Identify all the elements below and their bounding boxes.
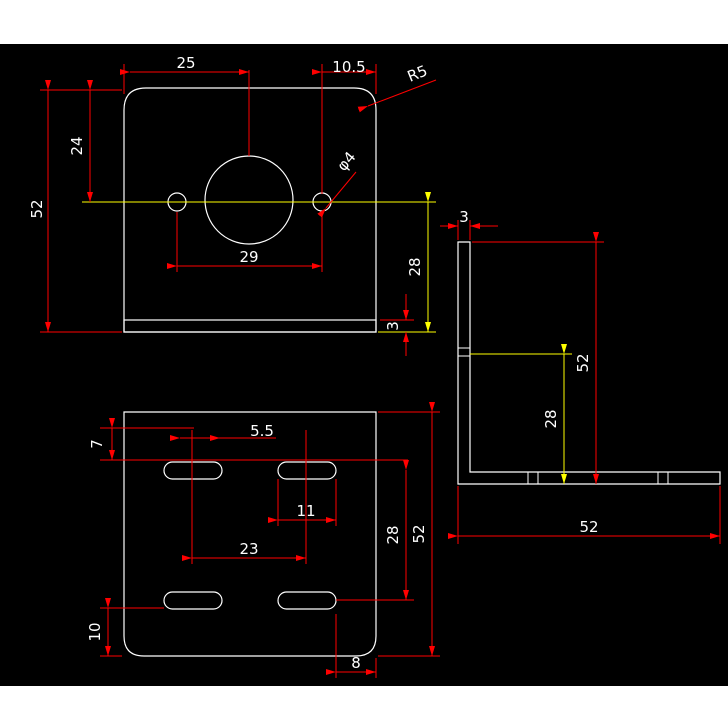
dim-side-thickness: 3 (459, 208, 469, 226)
dim-hole-diameter: φ4 (333, 148, 359, 174)
dim-slot-side-offset: 8 (351, 654, 361, 672)
slot-top-right (277, 461, 337, 480)
slot-bottom-left (163, 591, 223, 610)
dim-base-length: 52 (579, 518, 598, 536)
dim-edge-offset: 10.5 (332, 58, 365, 76)
cad-drawing: 25 10.5 R5 φ4 24 52 29 28 3 (28, 54, 721, 678)
dim-slot-spacing-x: 23 (239, 540, 258, 558)
slot-top-left (163, 461, 223, 480)
bracket-profile (457, 241, 721, 485)
dim-side-height: 52 (574, 353, 592, 372)
dim-side-hole-height: 28 (542, 409, 560, 428)
dim-flange-thickness: 3 (384, 321, 402, 331)
slot-bottom-right (277, 591, 337, 610)
dim-lower-height: 28 (406, 257, 424, 276)
dim-hole-spacing: 29 (239, 248, 258, 266)
center-hole (204, 155, 294, 245)
dim-corner-radius: R5 (405, 62, 430, 86)
dim-hole-height: 24 (68, 136, 86, 155)
bottom-view: 5.5 7 11 23 28 52 10 8 (86, 402, 440, 678)
drawing-canvas: 25 10.5 R5 φ4 24 52 29 28 3 (0, 44, 728, 686)
front-plate-outline (123, 87, 377, 333)
front-view: 25 10.5 R5 φ4 24 52 29 28 3 (28, 54, 437, 356)
dim-slot-bottom-offset: 10 (86, 622, 104, 641)
dim-slot-spacing-y: 28 (384, 525, 402, 544)
dim-slot-length: 11 (296, 502, 315, 520)
dim-front-total-height: 52 (28, 199, 46, 218)
base-plate-outline (123, 411, 377, 657)
front-flange (123, 319, 377, 333)
side-view: 3 52 28 52 (440, 208, 721, 544)
dim-top-width: 25 (176, 54, 195, 72)
dim-slot-top-offset: 7 (88, 439, 106, 449)
dim-slot-width: 5.5 (250, 422, 274, 440)
dim-bottom-total-height: 52 (410, 524, 428, 543)
